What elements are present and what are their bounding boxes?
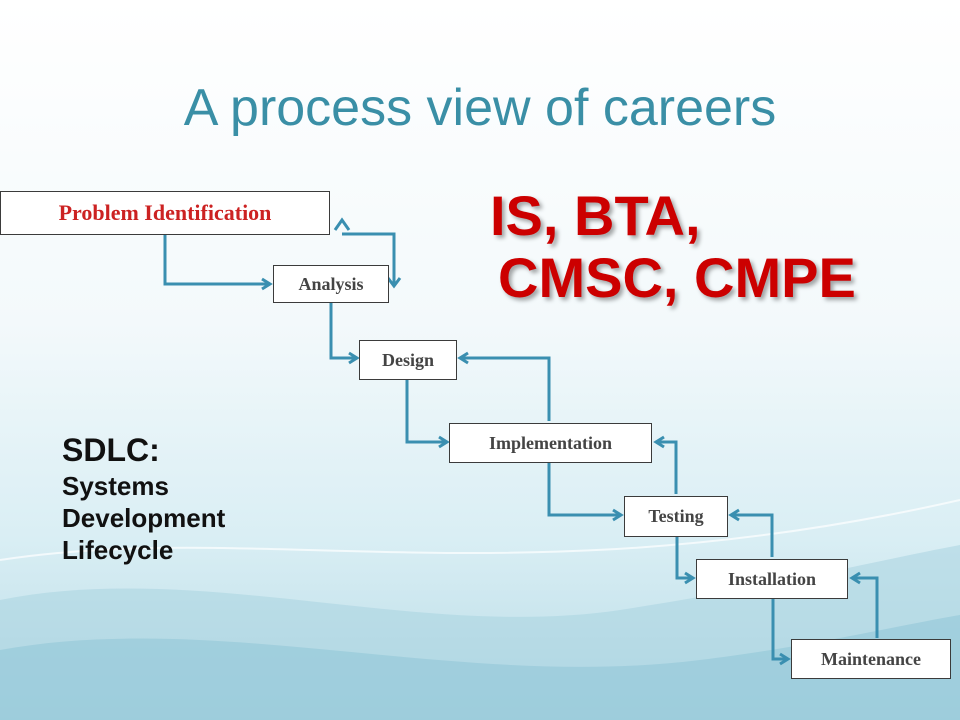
stage-installation: Installation [696, 559, 848, 599]
sdlc-definition: SDLC: Systems Development Lifecycle [62, 430, 225, 566]
stage-implementation: Implementation [449, 423, 652, 463]
sdlc-heading: SDLC: [62, 432, 160, 468]
majors-callout: IS, BTA, CMSC, CMPE [490, 185, 950, 309]
callout-line-2: CMSC, CMPE [498, 246, 856, 309]
sdlc-line-systems: Systems [62, 471, 169, 501]
stage-analysis: Analysis [273, 265, 389, 303]
stage-testing: Testing [624, 496, 728, 537]
callout-line-1: IS, BTA, [490, 184, 701, 247]
stage-design: Design [359, 340, 457, 380]
stage-maintenance: Maintenance [791, 639, 951, 679]
slide-title: A process view of careers [183, 79, 777, 137]
stage-problem-identification: Problem Identification [0, 191, 330, 235]
sdlc-line-lifecycle: Lifecycle [62, 535, 174, 565]
sdlc-line-development: Development [62, 503, 226, 533]
